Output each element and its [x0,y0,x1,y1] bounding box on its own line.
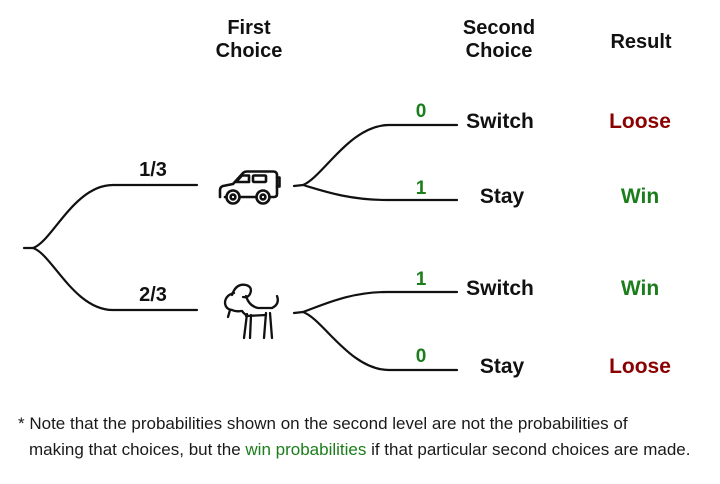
choice-label-car-stay: Stay [479,185,525,208]
column-header-first-choice: First Choice [215,17,283,62]
car-icon [218,170,281,205]
car-branch-fork [292,123,459,202]
footnote-win-probabilities-highlight: win probabilities [245,440,367,459]
result-label-car-switch: Loose [609,110,671,133]
result-label-goat-stay: Loose [609,355,671,378]
goat-branch-fork [292,290,459,372]
win-probability-goat-switch: 1 [415,269,427,290]
tree-root-fork [22,183,199,312]
result-label-goat-switch: Win [620,277,660,300]
column-header-result: Result [610,31,672,53]
win-probability-goat-stay: 0 [415,346,427,367]
choice-label-car-switch: Switch [466,110,534,133]
choice-label-goat-switch: Switch [466,277,534,300]
goat-icon [223,283,279,340]
result-label-car-stay: Win [620,185,660,208]
probability-label-goat: 2/3 [139,284,167,306]
footnote-line-1: * Note that the probabilities shown on t… [18,414,628,433]
choice-label-goat-stay: Stay [479,355,525,378]
win-probability-car-stay: 1 [415,178,427,199]
win-probability-car-switch: 0 [415,101,427,122]
footnote-line-2-suffix: if that particular second choices are ma… [366,440,691,459]
probability-label-car: 1/3 [139,159,167,181]
footnote-line-2-prefix: making that choices, but the [29,440,246,459]
column-header-second-choice: Second Choice [462,17,536,62]
footnote-line-2: making that choices, but the win probabi… [29,440,690,460]
